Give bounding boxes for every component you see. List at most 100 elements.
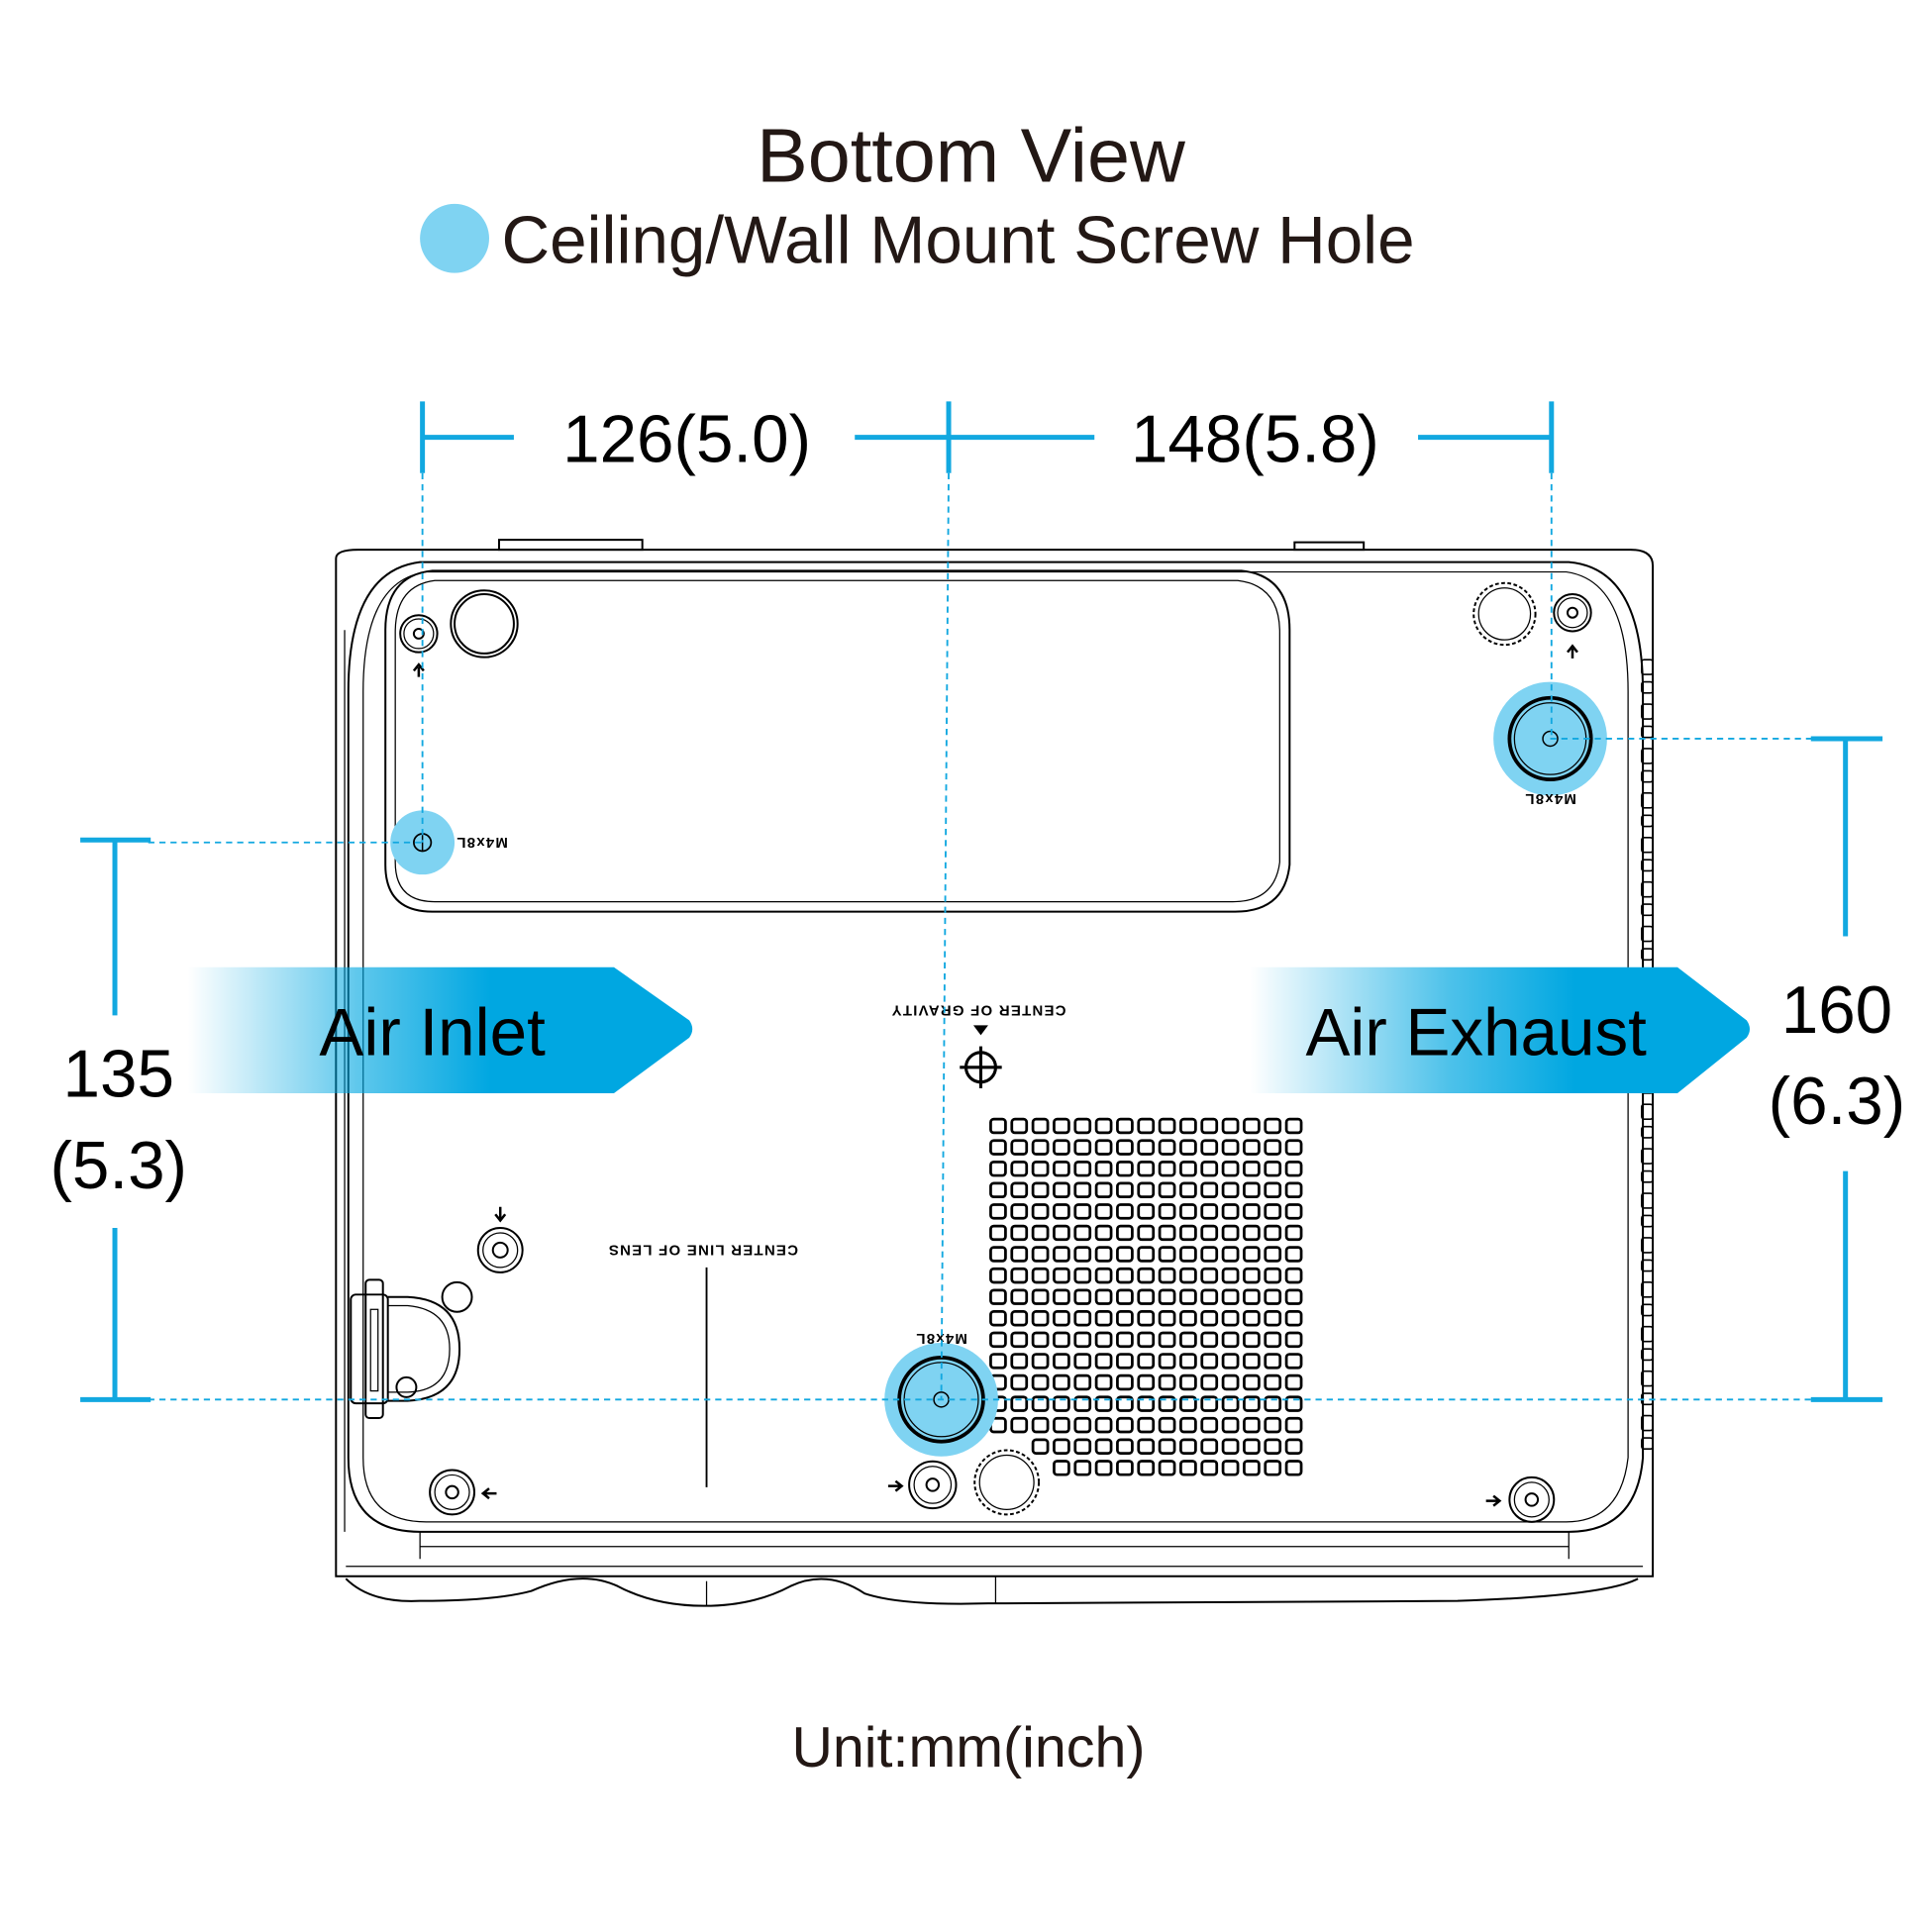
vent-slot bbox=[1158, 1353, 1176, 1370]
vent-slot bbox=[1031, 1224, 1050, 1242]
side-vent-slot bbox=[1641, 703, 1654, 720]
vent-slot bbox=[1200, 1373, 1219, 1391]
vent-slot bbox=[1179, 1373, 1197, 1391]
vent-slot bbox=[1158, 1460, 1176, 1476]
vent-slot bbox=[989, 1139, 1007, 1156]
vent-slot bbox=[1200, 1331, 1219, 1349]
vent-slot bbox=[1116, 1310, 1134, 1327]
lock-slot-groove bbox=[369, 1308, 379, 1392]
vent-slot bbox=[1116, 1181, 1134, 1199]
vent-slot bbox=[1200, 1395, 1219, 1412]
vent-slot bbox=[1221, 1160, 1240, 1177]
arrow-right-icon bbox=[1485, 1494, 1502, 1507]
vent-slot bbox=[1264, 1310, 1282, 1327]
vent-slot bbox=[1031, 1310, 1050, 1327]
vent-slot bbox=[1031, 1373, 1050, 1391]
vent-slot bbox=[1137, 1353, 1156, 1370]
vent-slot bbox=[1264, 1246, 1282, 1263]
vent-slot bbox=[1200, 1267, 1219, 1284]
vent-slot bbox=[1158, 1416, 1176, 1434]
vent-slot bbox=[1221, 1203, 1240, 1220]
side-vent-slot bbox=[1641, 1303, 1654, 1317]
body-inner-edge bbox=[362, 570, 1629, 1523]
bottom-rail bbox=[419, 1531, 1570, 1560]
vent-slot bbox=[1094, 1416, 1113, 1434]
vent-slot bbox=[1200, 1181, 1219, 1199]
vent-slot bbox=[1010, 1160, 1029, 1177]
vent-slot bbox=[1200, 1288, 1219, 1305]
page-title: Bottom View bbox=[757, 113, 1186, 198]
arrow-up-icon bbox=[412, 662, 425, 677]
crosshair-lines bbox=[960, 1046, 1002, 1088]
vent-slot bbox=[1116, 1373, 1134, 1391]
vent-slot bbox=[1010, 1373, 1029, 1391]
vent-slot bbox=[989, 1181, 1007, 1199]
vent-slot bbox=[1116, 1438, 1134, 1455]
screw-hole-bottom: M4x8L bbox=[884, 1330, 998, 1457]
vent-slot bbox=[1243, 1353, 1261, 1370]
side-vent-slot bbox=[1641, 1103, 1654, 1120]
vent-slot bbox=[1264, 1288, 1282, 1305]
lock-slot-inner bbox=[364, 1278, 384, 1420]
vent-slot bbox=[1179, 1460, 1197, 1476]
legend-label: Ceiling/Wall Mount Screw Hole bbox=[501, 204, 1414, 278]
vent-slot bbox=[1284, 1331, 1303, 1349]
vent-slot bbox=[1243, 1416, 1261, 1434]
vent-slot bbox=[1243, 1224, 1261, 1242]
vent-slot bbox=[1243, 1331, 1261, 1349]
foot-icon bbox=[908, 1460, 958, 1510]
center-line-of-lens-label: CENTER LINE OF LENS bbox=[608, 1241, 798, 1258]
vent-slot bbox=[1221, 1373, 1240, 1391]
vent-slot bbox=[1137, 1267, 1156, 1284]
right-dimension: 160 (6.3) bbox=[1769, 736, 1905, 1402]
vent-slot bbox=[1221, 1117, 1240, 1135]
vent-slot bbox=[1264, 1267, 1282, 1284]
foot-center bbox=[925, 1477, 941, 1492]
vent-slot bbox=[1221, 1331, 1240, 1349]
vent-slot bbox=[989, 1310, 1007, 1327]
vent-slot bbox=[1010, 1181, 1029, 1199]
vent-slot bbox=[1073, 1181, 1092, 1199]
vent-slot bbox=[1179, 1224, 1197, 1242]
vent-slot bbox=[1137, 1310, 1156, 1327]
vent-slot bbox=[1243, 1246, 1261, 1263]
vent-slot bbox=[1200, 1139, 1219, 1156]
vent-slot bbox=[1221, 1246, 1240, 1263]
vent-slot bbox=[1010, 1139, 1029, 1156]
vent-slot bbox=[1158, 1203, 1176, 1220]
vent-slot bbox=[1158, 1288, 1176, 1305]
vent-slot bbox=[1264, 1181, 1282, 1199]
foot-icon bbox=[399, 614, 439, 654]
vent-slot bbox=[1137, 1373, 1156, 1391]
vent-slot bbox=[1243, 1460, 1261, 1476]
vent-slot bbox=[1243, 1181, 1261, 1199]
air-inlet-label: Air Inlet bbox=[319, 995, 546, 1069]
dim-label-height-left: 135 bbox=[63, 1038, 174, 1112]
foot-center bbox=[1524, 1492, 1540, 1507]
dim-label-left-span: 126(5.0) bbox=[562, 403, 811, 477]
vent-slot bbox=[1073, 1416, 1092, 1434]
vent-slot bbox=[1221, 1181, 1240, 1199]
vent-slot bbox=[1094, 1181, 1113, 1199]
vent-slot bbox=[1179, 1353, 1197, 1370]
vent-grid bbox=[989, 1117, 1303, 1476]
vent-slot bbox=[1284, 1117, 1303, 1135]
vent-slot bbox=[1094, 1139, 1113, 1156]
rubber-foot-ring bbox=[454, 593, 515, 655]
air-inlet-arrow: Air Inlet bbox=[187, 966, 693, 1093]
vent-slot bbox=[1094, 1117, 1113, 1135]
vent-slot bbox=[1073, 1267, 1092, 1284]
side-vent-slot bbox=[1641, 1370, 1654, 1387]
vent-slot bbox=[1031, 1160, 1050, 1177]
vent-slot bbox=[1137, 1246, 1156, 1263]
vent-slot bbox=[1053, 1246, 1070, 1263]
side-vent-slot bbox=[1641, 748, 1654, 764]
foot-center bbox=[412, 627, 425, 640]
vent-slot bbox=[989, 1203, 1007, 1220]
vent-slot bbox=[1243, 1395, 1261, 1412]
vent-slot bbox=[1243, 1160, 1261, 1177]
vent-slot bbox=[1221, 1353, 1240, 1370]
vent-slot bbox=[1094, 1160, 1113, 1177]
vent-slot bbox=[1010, 1288, 1029, 1305]
